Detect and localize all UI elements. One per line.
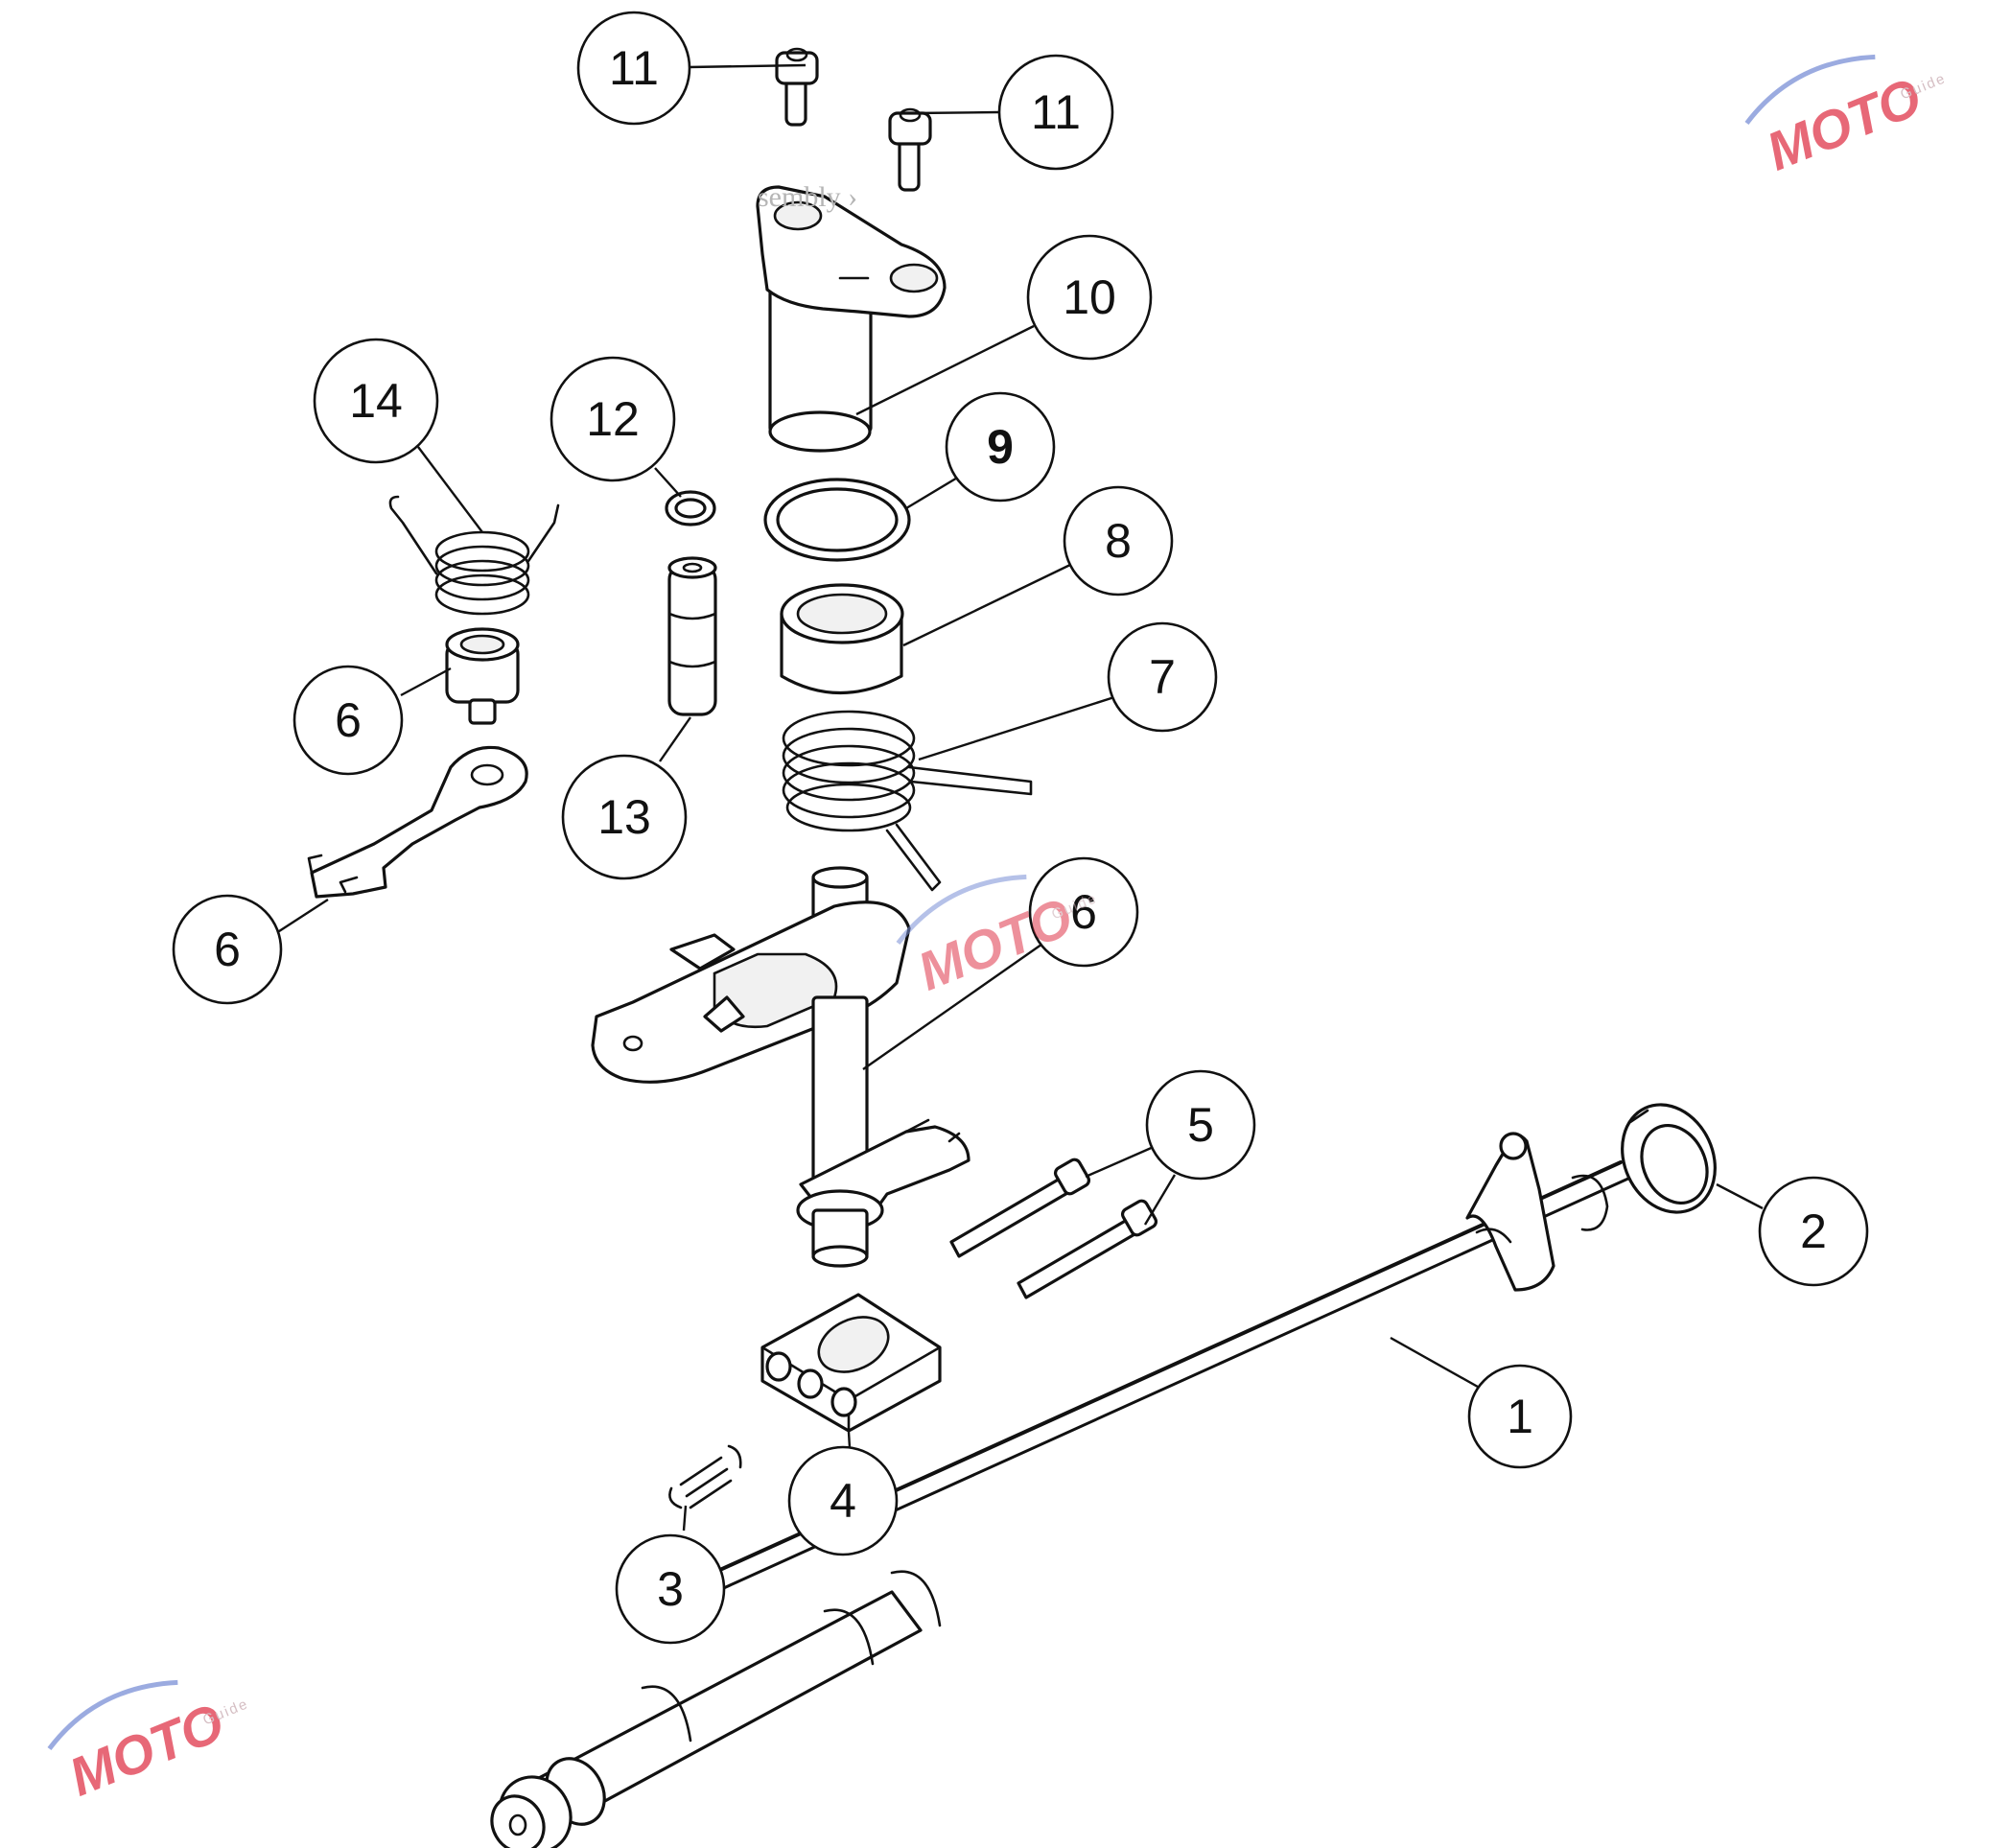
part-washer	[1621, 1103, 1717, 1214]
callout-6-drum: 6	[1028, 856, 1139, 968]
callout-4: 4	[787, 1445, 899, 1556]
callout-3: 3	[615, 1533, 726, 1645]
callout-label: 6	[1070, 885, 1097, 939]
part-bushing	[445, 627, 520, 725]
callout-9: 9	[945, 391, 1056, 503]
callout-1: 1	[1467, 1364, 1573, 1469]
callout-8: 8	[1063, 485, 1174, 597]
callout-label: 4	[830, 1474, 856, 1528]
part-torsion-spring	[782, 710, 1033, 892]
callout-label: 11	[609, 41, 659, 95]
watermark-brand: MOTO	[909, 886, 1080, 1002]
part-bolts	[949, 1158, 1158, 1299]
callout-label: 6	[335, 693, 362, 747]
part-shift-shaft	[490, 1132, 1632, 1848]
callout-10: 10	[1026, 234, 1153, 361]
callout-11-top-left: 11	[576, 11, 691, 126]
callout-5: 5	[1145, 1069, 1256, 1181]
callout-label: 3	[657, 1562, 684, 1616]
ghost-text: sembly ›	[758, 181, 857, 213]
callout-14: 14	[313, 338, 439, 464]
callout-label: 13	[597, 790, 651, 844]
callout-label: 1	[1507, 1390, 1533, 1443]
leader-lines	[275, 63, 1764, 1532]
part-shift-drum-plate	[591, 866, 970, 1268]
callout-label: 5	[1187, 1098, 1214, 1152]
watermark-brand: MOTO	[60, 1692, 231, 1808]
watermark-top-right: MOTO Guide	[1744, 54, 1949, 182]
callouts: 11 11 10 14 12 9 8 7	[172, 11, 1869, 1645]
callout-label: 2	[1800, 1205, 1827, 1258]
part-collar	[780, 583, 904, 695]
callout-label: 9	[987, 420, 1014, 474]
part-screws	[775, 47, 932, 192]
part-small-ring	[665, 490, 716, 526]
part-small-spring	[668, 1444, 742, 1509]
callout-label: 12	[586, 392, 640, 446]
watermark-bottom-left: MOTO Guide	[47, 1679, 251, 1808]
part-coil-spring	[388, 495, 560, 616]
part-block	[760, 1293, 942, 1433]
callout-13: 13	[561, 754, 688, 880]
callout-label: 6	[214, 923, 241, 976]
callout-label: 10	[1063, 270, 1116, 324]
callout-12: 12	[550, 356, 676, 482]
callout-6-lever: 6	[172, 894, 283, 1005]
part-pin	[667, 556, 717, 716]
callout-2: 2	[1758, 1176, 1869, 1287]
callout-label: 7	[1149, 650, 1176, 704]
part-o-ring	[763, 478, 911, 562]
callout-6-bushing: 6	[292, 665, 404, 776]
callout-11-top-right: 11	[997, 54, 1114, 171]
callout-label: 14	[349, 374, 403, 428]
callout-label: 11	[1031, 85, 1081, 139]
part-lever	[307, 745, 528, 899]
callout-label: 8	[1105, 514, 1132, 568]
watermark-brand: MOTO	[1758, 66, 1929, 182]
part-cam-housing	[756, 185, 947, 453]
callout-7: 7	[1107, 621, 1218, 733]
